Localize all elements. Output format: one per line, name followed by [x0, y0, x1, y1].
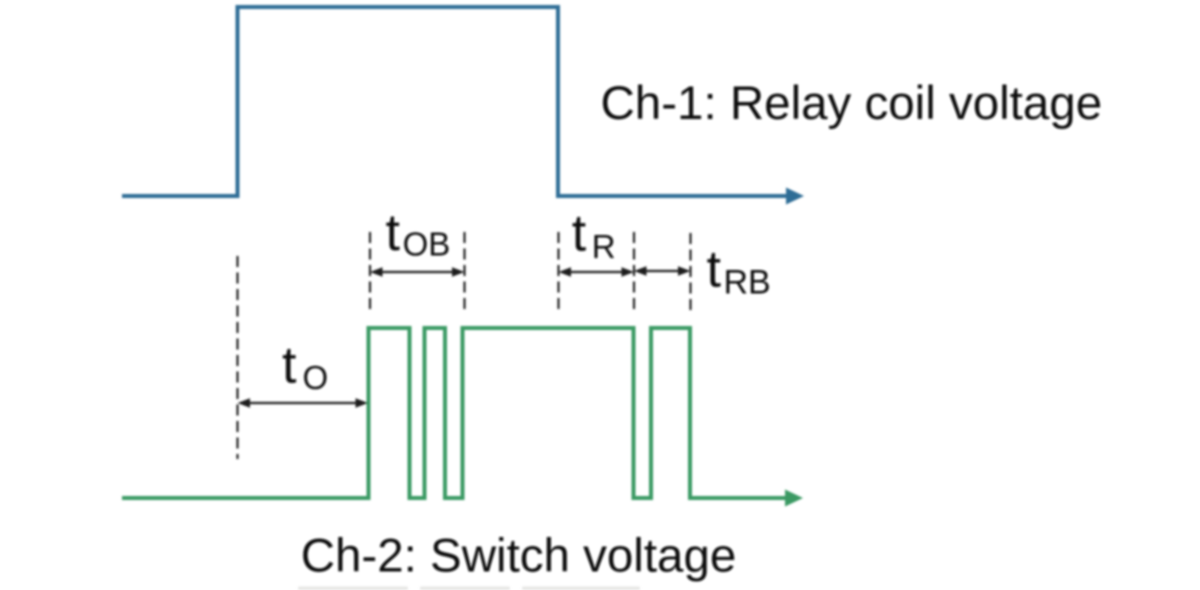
- svg-text:t: t: [572, 205, 587, 263]
- svg-text:R: R: [592, 228, 616, 265]
- svg-text:O: O: [303, 359, 329, 396]
- svg-text:OB: OB: [403, 226, 451, 263]
- svg-text:t: t: [386, 204, 401, 262]
- svg-text:Ch-1: Relay coil voltage: Ch-1: Relay coil voltage: [601, 77, 1103, 130]
- svg-text:t: t: [282, 337, 297, 395]
- svg-text:RB: RB: [724, 264, 771, 302]
- svg-text:Ch-2: Switch voltage: Ch-2: Switch voltage: [301, 530, 737, 583]
- svg-text:t: t: [707, 241, 722, 299]
